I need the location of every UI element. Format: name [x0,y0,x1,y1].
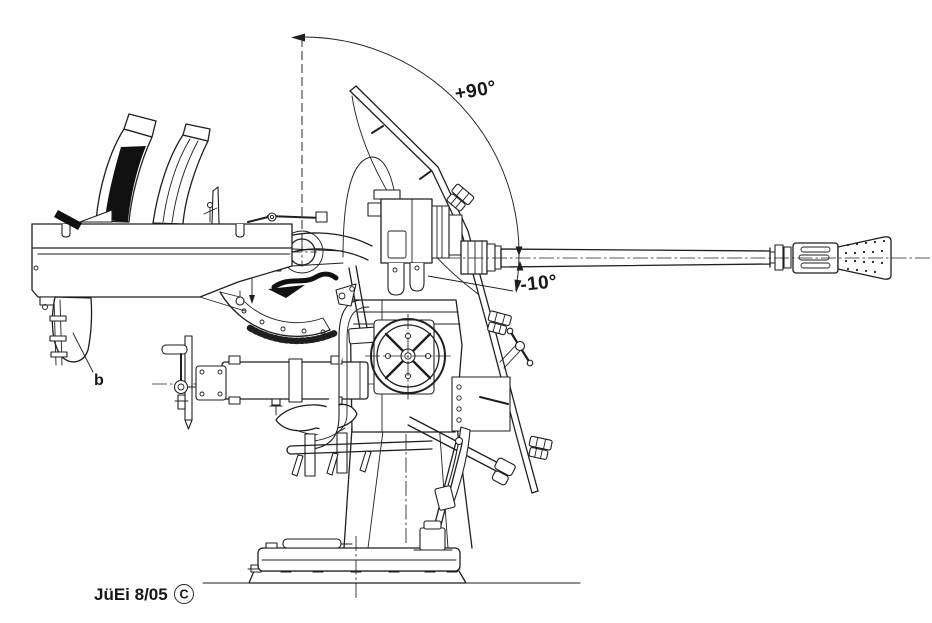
shield-bolts-lower [528,435,553,460]
cocking-handle [54,210,82,230]
traverse-shaft [152,335,420,430]
catch-bag [42,296,94,373]
bolt-plate [451,376,511,432]
part-b-leader [72,332,94,373]
zero-tick-lower [516,261,524,271]
magazine-tray [79,209,113,223]
copyright-letter: C [179,588,188,602]
gun-shield [349,85,553,494]
cam-slot [268,271,339,298]
copyright-icon [174,584,194,604]
magazine-left [95,113,157,223]
crank-grip [161,344,188,355]
elevation-min-label: -10° [519,271,558,296]
elevation-arm [335,265,377,345]
signature-block: JüEi 8/05 C [94,584,194,604]
shield-bolts-upper [446,183,475,212]
elevation-handwheel [365,314,452,400]
elevation-gear-sector [219,291,339,345]
arc-arrow-bottom [514,279,522,293]
magazine-right [152,123,211,225]
shaft-clamp [288,358,303,403]
elevation-arc [302,36,520,291]
traverse-gearbox [195,365,227,401]
shield-grip-bar [499,327,534,369]
shield-bolts-middle [487,310,512,336]
gun-barrel [445,236,930,280]
zero-tick-upper [515,246,523,256]
elevation-rod [413,436,464,551]
elevation-max-label: +90° [453,77,498,105]
receiver [31,223,293,312]
signature-text: JüEi 8/05 [94,585,168,604]
breech-assembly [367,189,463,296]
foot-pedal [282,538,342,549]
arc-arrow-top [291,33,305,42]
charging-handle [203,201,328,223]
minus10-reference-line [427,275,514,292]
base-slab [257,547,461,572]
gunner-seat [275,403,358,436]
part-label-b: b [94,372,104,389]
rear-sight-fin [211,186,220,225]
crank-handle [161,335,197,430]
